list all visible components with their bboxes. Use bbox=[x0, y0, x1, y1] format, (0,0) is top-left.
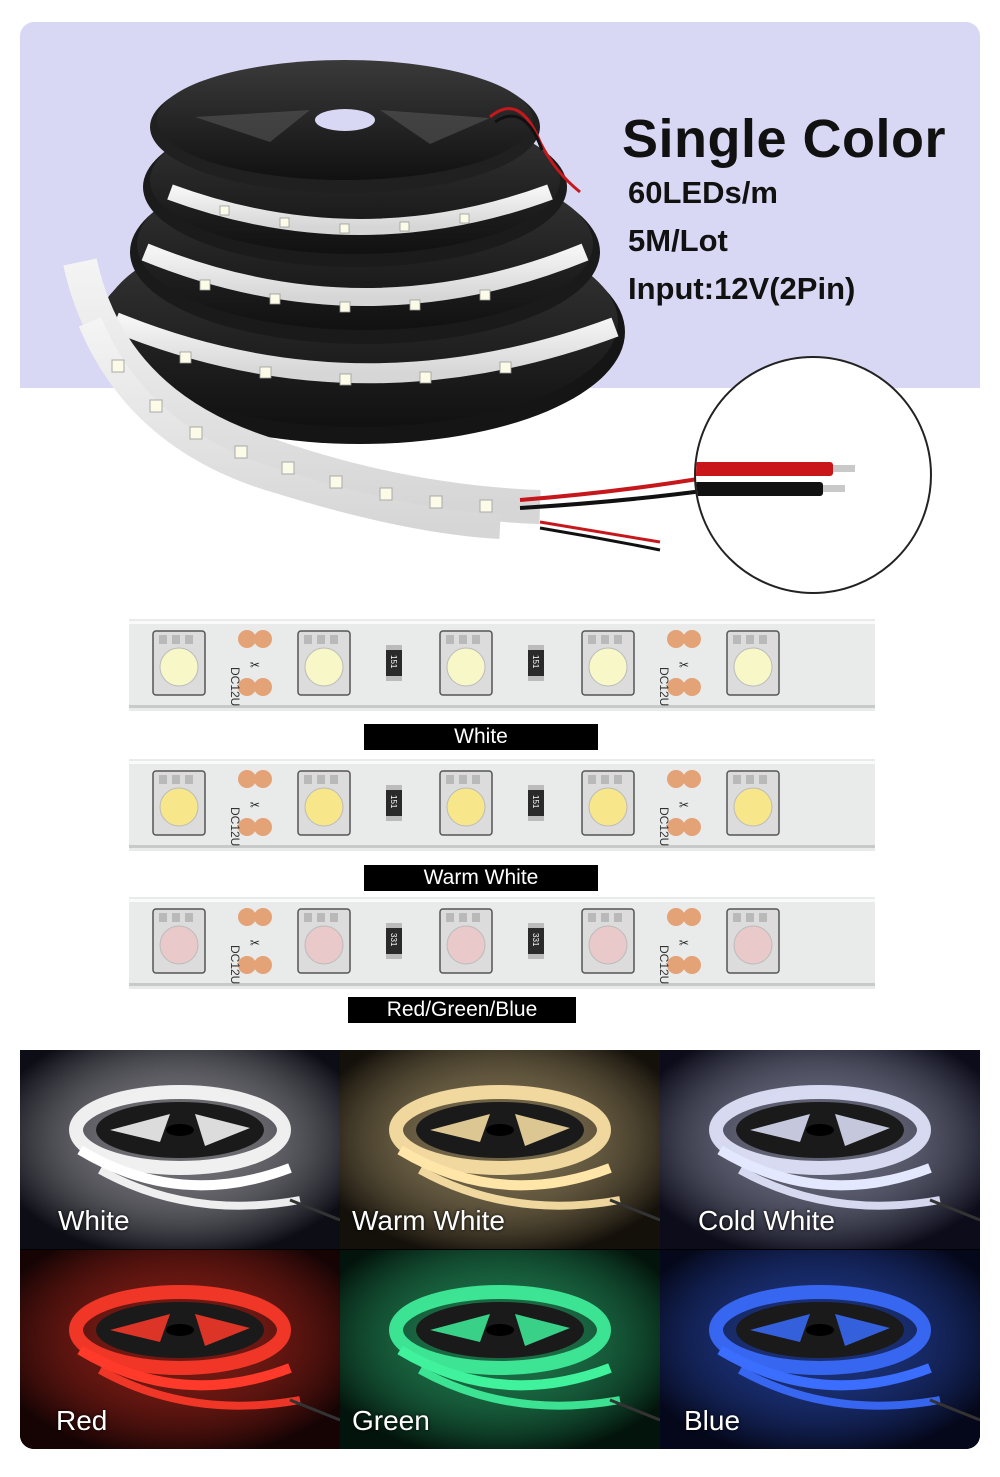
glowing-reel-icon bbox=[709, 1085, 980, 1222]
smd-led-chip bbox=[297, 770, 351, 836]
variant-blue: Blue bbox=[660, 1250, 980, 1449]
smd-led-chip bbox=[297, 908, 351, 974]
variant-label: Red bbox=[56, 1405, 108, 1436]
strip-highlight bbox=[129, 621, 875, 624]
resistor-mark: 331 bbox=[389, 933, 398, 947]
variant-label: Cold White bbox=[698, 1205, 835, 1236]
smd-led-chip bbox=[726, 770, 780, 836]
smd-resistor bbox=[528, 923, 544, 959]
voltage-mark: DC12U bbox=[657, 667, 671, 706]
hero-section: Single Color 60LEDs/m 5M/Lot Input:12V(2… bbox=[20, 22, 980, 597]
voltage-mark: DC12U bbox=[657, 807, 671, 846]
smd-led-chip bbox=[726, 908, 780, 974]
voltage-mark: DC12U bbox=[228, 945, 242, 984]
svg-text:✂: ✂ bbox=[250, 936, 260, 950]
strip-shadow bbox=[129, 845, 875, 848]
glowing-reel-icon bbox=[389, 1085, 660, 1222]
voltage-mark: DC12U bbox=[228, 667, 242, 706]
variant-label: Blue bbox=[684, 1405, 741, 1436]
product-title: Single Color bbox=[622, 109, 947, 169]
svg-text:✂: ✂ bbox=[250, 798, 260, 812]
smd-resistor bbox=[386, 923, 402, 959]
strip-shadow bbox=[129, 983, 875, 986]
smd-led-chip bbox=[581, 770, 635, 836]
smd-led-chip bbox=[297, 630, 351, 696]
smd-led-chip bbox=[439, 770, 493, 836]
smd-led-chip bbox=[439, 908, 493, 974]
smd-led-chip bbox=[581, 908, 635, 974]
wire-connector-icon bbox=[694, 356, 932, 594]
variant-white: White bbox=[20, 1050, 340, 1249]
strip-closeup-warm-white: ✂ DC12U 151 151 ✂ DC12U bbox=[129, 759, 875, 851]
spec-input-voltage: Input:12V(2Pin) bbox=[628, 271, 856, 306]
variant-green: Green bbox=[340, 1250, 660, 1449]
svg-text:✂: ✂ bbox=[679, 936, 689, 950]
smd-resistor bbox=[528, 785, 544, 821]
svg-text:✂: ✂ bbox=[679, 658, 689, 672]
strip-closeup-white: ✂ DC12U 151 151 ✂ DC12U bbox=[129, 619, 875, 711]
color-variants-grid: White Warm White Cold White Red Green Bl… bbox=[20, 1050, 980, 1449]
copper-solder-pad: ✂ bbox=[238, 630, 272, 696]
led-reel-icon bbox=[63, 60, 711, 552]
smd-resistor bbox=[386, 645, 402, 681]
copper-solder-pad: ✂ bbox=[667, 630, 701, 696]
variant-red: Red bbox=[20, 1250, 340, 1449]
copper-solder-pad: ✂ bbox=[238, 770, 272, 836]
strip-highlight bbox=[129, 761, 875, 764]
strip-shadow bbox=[129, 705, 875, 708]
smd-led-chip bbox=[152, 770, 206, 836]
strip-closeup-rgb: ✂ DC12U 331 331 ✂ DC12U bbox=[129, 897, 875, 989]
copper-solder-pad: ✂ bbox=[667, 770, 701, 836]
spec-led-density: 60LEDs/m bbox=[628, 175, 778, 210]
smd-led-chip bbox=[581, 630, 635, 696]
variant-label: White bbox=[58, 1205, 130, 1236]
resistor-mark: 151 bbox=[531, 655, 540, 669]
voltage-mark: DC12U bbox=[657, 945, 671, 984]
caption-rgb: Red/Green/Blue bbox=[348, 997, 576, 1023]
spec-length: 5M/Lot bbox=[628, 223, 728, 258]
copper-solder-pad: ✂ bbox=[667, 908, 701, 974]
hero-text-block: Single Color 60LEDs/m 5M/Lot Input:12V(2… bbox=[622, 109, 947, 304]
caption-white: White bbox=[364, 724, 598, 750]
smd-led-chip bbox=[439, 630, 493, 696]
resistor-mark: 151 bbox=[389, 655, 398, 669]
smd-led-chip bbox=[152, 908, 206, 974]
glowing-reel-icon bbox=[69, 1285, 340, 1422]
smd-resistor bbox=[528, 645, 544, 681]
resistor-mark: 151 bbox=[531, 795, 540, 809]
strip-highlight bbox=[129, 899, 875, 902]
variant-warm-white: Warm White bbox=[340, 1050, 660, 1249]
variant-label: Warm White bbox=[352, 1205, 505, 1236]
voltage-mark: DC12U bbox=[228, 807, 242, 846]
glowing-reel-icon bbox=[709, 1285, 980, 1422]
copper-solder-pad: ✂ bbox=[238, 908, 272, 974]
smd-led-chip bbox=[726, 630, 780, 696]
smd-resistor bbox=[386, 785, 402, 821]
smd-led-chip bbox=[152, 630, 206, 696]
svg-text:✂: ✂ bbox=[679, 798, 689, 812]
caption-warm-white: Warm White bbox=[364, 865, 598, 891]
glowing-reel-icon bbox=[389, 1285, 660, 1422]
glowing-reel-icon bbox=[69, 1085, 340, 1222]
resistor-mark: 331 bbox=[531, 933, 540, 947]
svg-text:✂: ✂ bbox=[250, 658, 260, 672]
resistor-mark: 151 bbox=[389, 795, 398, 809]
variant-cold-white: Cold White bbox=[660, 1050, 980, 1249]
variant-label: Green bbox=[352, 1405, 430, 1436]
